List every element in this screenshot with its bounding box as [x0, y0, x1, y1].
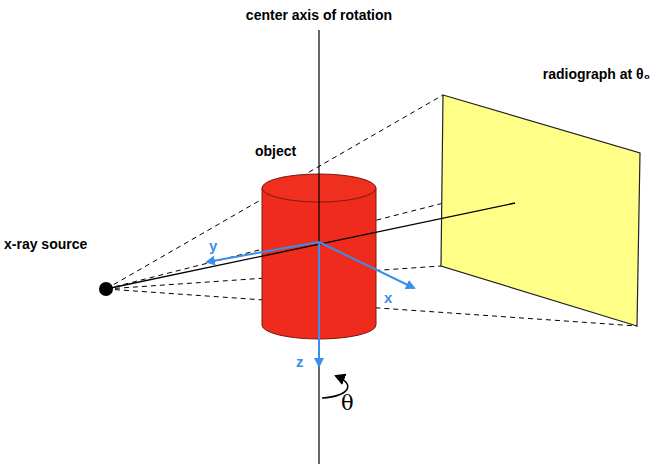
axis-label: z	[296, 354, 304, 371]
rotation-axis	[318, 30, 319, 464]
detector-label: radiograph at θ₀	[543, 67, 650, 82]
axis-label: x	[384, 290, 392, 307]
detector-panel	[441, 95, 640, 326]
angle-label: θ	[341, 392, 354, 415]
central-ray	[106, 203, 515, 289]
axis-label: y	[209, 238, 217, 255]
coordinate-axes	[207, 242, 414, 366]
xray-source-dot	[99, 282, 113, 296]
object-label: object	[255, 144, 296, 159]
axis-title: center axis of rotation	[246, 8, 392, 23]
source-label: x-ray source	[4, 237, 87, 252]
